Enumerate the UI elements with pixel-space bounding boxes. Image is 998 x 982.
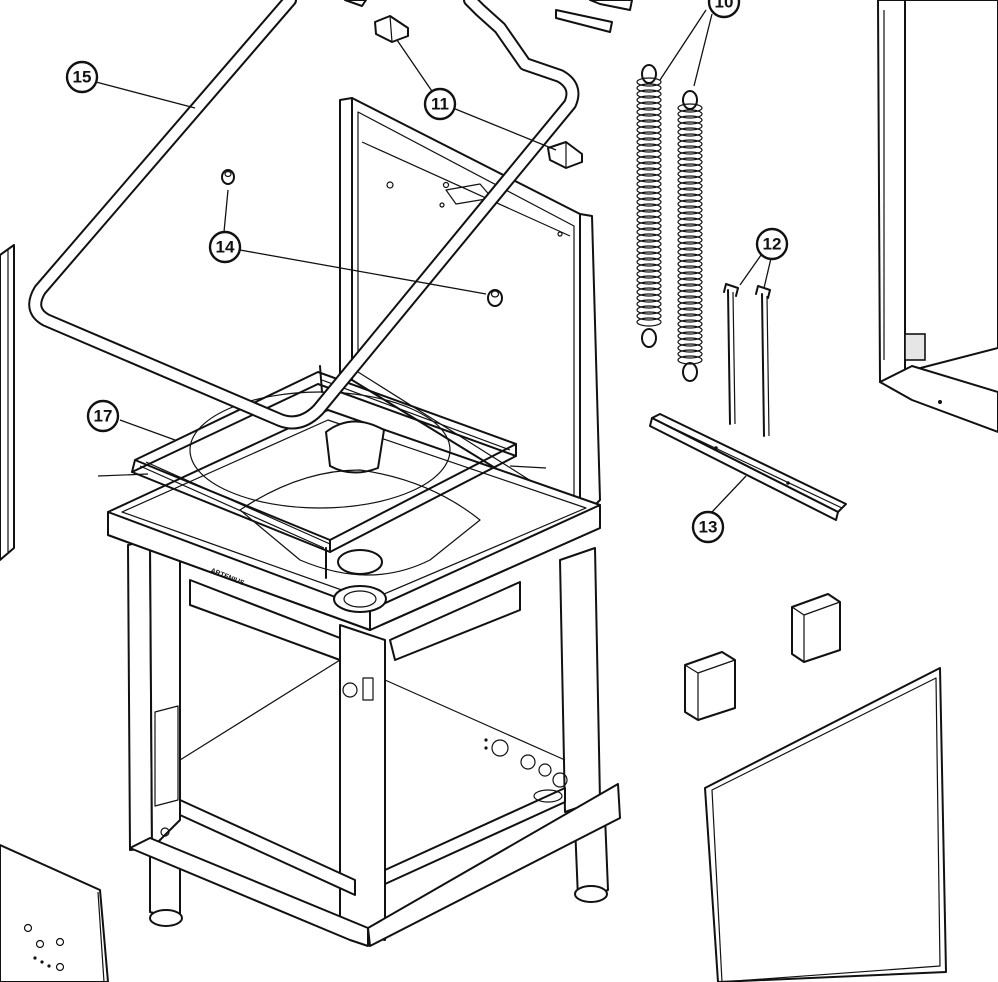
callout-13: 13 (691, 510, 725, 544)
springs (636, 64, 703, 382)
rods (723, 283, 771, 437)
callout-10: 10 (707, 0, 741, 19)
spacer-bushings (221, 169, 503, 307)
hood-handle (28, 0, 580, 430)
wash-rack (97, 365, 547, 579)
door-panel (704, 667, 947, 982)
callout-12: 12 (755, 227, 789, 261)
callout-number: 10 (715, 0, 734, 12)
callout-15: 15 (65, 60, 99, 94)
callout-14: 14 (208, 230, 242, 264)
right-side-panel (877, 0, 998, 433)
hinge-clips (374, 15, 583, 169)
foam-blocks (684, 593, 841, 721)
callout-number: 15 (73, 68, 92, 87)
callout-number: 14 (216, 238, 235, 257)
callout-number: 12 (763, 235, 782, 254)
callout-number: 13 (699, 518, 718, 537)
hood-panel (339, 97, 601, 521)
callout-11: 11 (423, 87, 457, 121)
top-brackets (344, 0, 633, 33)
guide-rail (649, 413, 847, 521)
callout-17: 17 (86, 399, 120, 433)
machine-frame (127, 539, 621, 947)
front-control-panel (0, 844, 109, 982)
callout-number: 11 (431, 95, 449, 114)
left-side-panel (0, 244, 15, 561)
leader-lines (95, 9, 773, 513)
callout-number: 17 (94, 407, 113, 426)
